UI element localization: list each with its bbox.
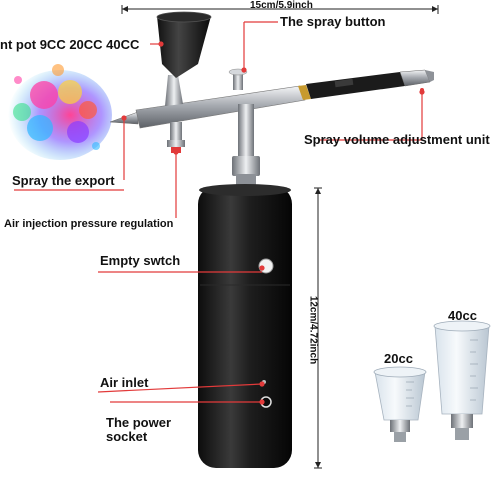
cup-40cc-label: 40cc [448,308,477,323]
height-dimension-label: 12cm/4.72inch [307,295,319,365]
air-pressure-label: Air injection pressure regulation [4,218,174,230]
air-inlet-label: Air inlet [100,375,149,390]
empty-switch-label: Empty swtch [100,253,181,268]
spray-button-label: The spray button [280,14,386,29]
width-dimension-label: 15cm/5.9inch [250,0,313,11]
pointer-lines [14,21,425,405]
paint-pot-label: nt pot 9CC 20CC 40CC [0,37,140,52]
cup-20cc [373,366,427,442]
compressor-body [198,184,292,468]
height-dimension-line [314,187,322,469]
cup-40cc [433,320,491,440]
airbrush-gun [109,11,434,188]
spray-volume-label: Spray volume adjustment unit [304,132,490,147]
width-dimension-line [121,5,439,14]
color-splash [8,64,112,160]
spray-export-label: Spray the export [12,173,115,188]
cup-20cc-label: 20cc [384,351,413,366]
power-socket-label: The power socket [106,415,172,445]
